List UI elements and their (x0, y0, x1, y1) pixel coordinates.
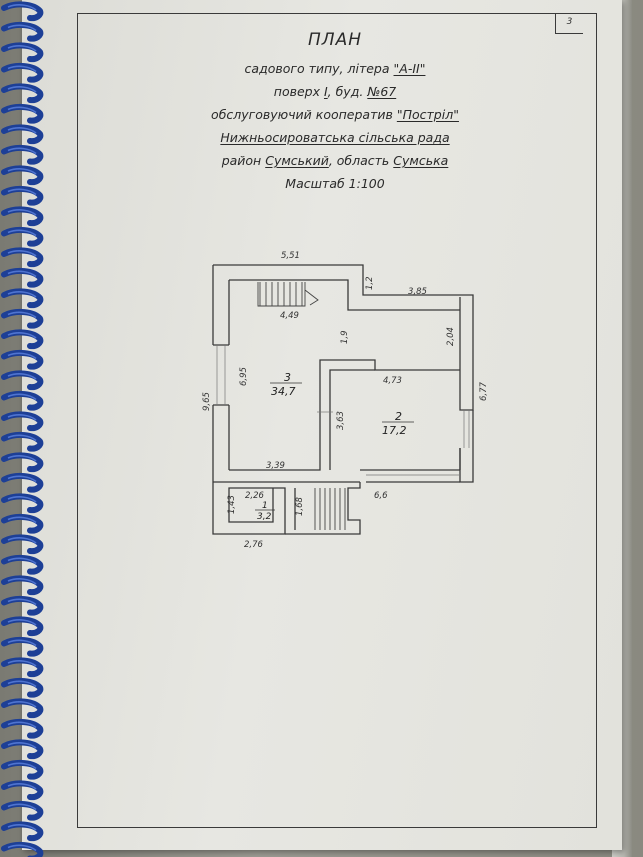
council-value: Нижньосироватська сільська рада (220, 130, 450, 145)
spiral-coil-highlight (7, 639, 37, 647)
room-2-area: 17,2 (382, 424, 407, 437)
spiral-coil-highlight (7, 598, 37, 606)
spiral-coil-highlight (7, 24, 37, 32)
title-line-6: Масштаб 1:100 (285, 176, 385, 191)
spiral-coil-highlight (7, 578, 37, 585)
dim-top: 5,51 (281, 251, 300, 261)
spiral-coil-highlight (7, 701, 37, 708)
page-frame (77, 13, 597, 828)
title-line-4: Нижньосироватська сільська рада (160, 126, 510, 149)
floor-value: І (323, 84, 328, 99)
floor-label: поверх (273, 84, 320, 99)
room-1-area: 3,2 (257, 512, 272, 522)
dim-stair-top: 4,49 (280, 311, 299, 321)
spiral-coil-highlight (7, 168, 37, 175)
spiral-coil-highlight (7, 250, 37, 257)
room-3-number: 3 (284, 371, 291, 384)
spiral-coil-highlight (7, 229, 37, 237)
spiral-coil-highlight (7, 496, 37, 503)
spiral-coil-highlight (7, 434, 37, 442)
spiral-coil-highlight (7, 557, 37, 565)
spiral-coil-highlight (7, 311, 37, 319)
cooperative-value: "Постріл" (396, 107, 459, 122)
spiral-coil-highlight (7, 188, 37, 196)
spiral-coil-highlight (7, 660, 37, 667)
spiral-coil-highlight (7, 803, 37, 811)
spiral-coil-highlight (7, 332, 37, 339)
window-marks (216, 345, 470, 476)
spiral-coil-highlight (7, 373, 37, 380)
room-1-number: 1 (262, 501, 268, 511)
spiral-coil-highlight (7, 844, 37, 852)
dim-porch-w: 2,26 (245, 491, 265, 501)
cooperative-label: обслуговуючий кооператив (211, 107, 393, 122)
spiral-coil-highlight (7, 824, 37, 831)
spiral-coil-highlight (7, 516, 37, 524)
spiral-coil-highlight (7, 475, 37, 483)
region-label: , область (328, 153, 390, 168)
dim-right-outer: 6,77 (479, 381, 489, 401)
title-line-2: поверх І, буд. №67 (160, 80, 510, 103)
title-block: ПЛАН садового типу, літера "А-ІІ" поверх… (160, 30, 510, 195)
spiral-coil-highlight (7, 65, 37, 73)
letter-label: садового типу, літера (244, 61, 390, 76)
spiral-coil-highlight (7, 721, 37, 729)
dim-room2-v: 3,63 (336, 411, 346, 430)
dim-right-v: 2,04 (446, 327, 456, 346)
district-label: район (221, 153, 262, 168)
plan-walls (212, 264, 474, 535)
spiral-coil-highlight (7, 106, 37, 114)
dim-bottom-right: 6,6 (374, 491, 388, 501)
title-line-1: садового типу, літера "А-ІІ" (160, 57, 510, 80)
region-value: Сумська (393, 153, 449, 168)
letter-value: "А-ІІ" (393, 61, 426, 76)
plan-title: ПЛАН (308, 30, 362, 50)
spiral-coil-highlight (7, 147, 37, 155)
spiral-coil-highlight (7, 209, 37, 216)
stair-outline (257, 282, 319, 307)
stairs-upper (257, 282, 319, 307)
title-line-5: район Сумський, область Сумська (160, 149, 510, 172)
spiral-coil-highlight (7, 537, 37, 544)
spiral-coil-highlight (7, 742, 37, 749)
building-value: №67 (367, 84, 397, 99)
spiral-coil-highlight (7, 455, 37, 462)
spiral-coil-highlight (7, 127, 37, 134)
district-value: Сумський (265, 153, 329, 168)
dim-right-top: 3,85 (408, 287, 427, 297)
dim-room2-top: 4,73 (383, 376, 402, 386)
spiral-coil-highlight (7, 270, 37, 278)
page-number: 3 (555, 13, 583, 34)
dim-bottom-mid: 3,39 (266, 461, 285, 471)
spiral-coil-highlight (7, 783, 37, 790)
spiral-coil-highlight (7, 414, 37, 421)
dim-porch-h: 1,43 (227, 495, 237, 514)
spiral-coil-highlight (7, 619, 37, 626)
dim-bottom-outer: 2,76 (244, 540, 264, 550)
building-label: , буд. (327, 84, 364, 99)
document-page (22, 0, 622, 850)
spiral-coil-highlight (7, 45, 37, 52)
dim-left-outer: 9,65 (202, 392, 212, 411)
spiral-coil-highlight (7, 291, 37, 298)
spiral-binding (1, 1, 44, 857)
dim-left-inner: 6,95 (239, 367, 249, 386)
spiral-coil-highlight (7, 762, 37, 770)
title-line-3: обслуговуючий кооператив "Постріл" (160, 103, 510, 126)
stairs-lower (314, 488, 346, 530)
room-3-area: 34,7 (271, 385, 296, 398)
dim-hall-v: 1,9 (340, 330, 350, 344)
spiral-coil-highlight (7, 352, 37, 360)
spiral-coil-highlight (7, 680, 37, 688)
dim-porch-h2: 1,68 (295, 496, 305, 516)
dim-step-v: 1,2 (365, 276, 375, 290)
room-2-number: 2 (395, 410, 402, 423)
spiral-coil-highlight (7, 86, 37, 93)
spiral-coil-highlight (7, 393, 37, 401)
spiral-coil-highlight (7, 4, 37, 11)
